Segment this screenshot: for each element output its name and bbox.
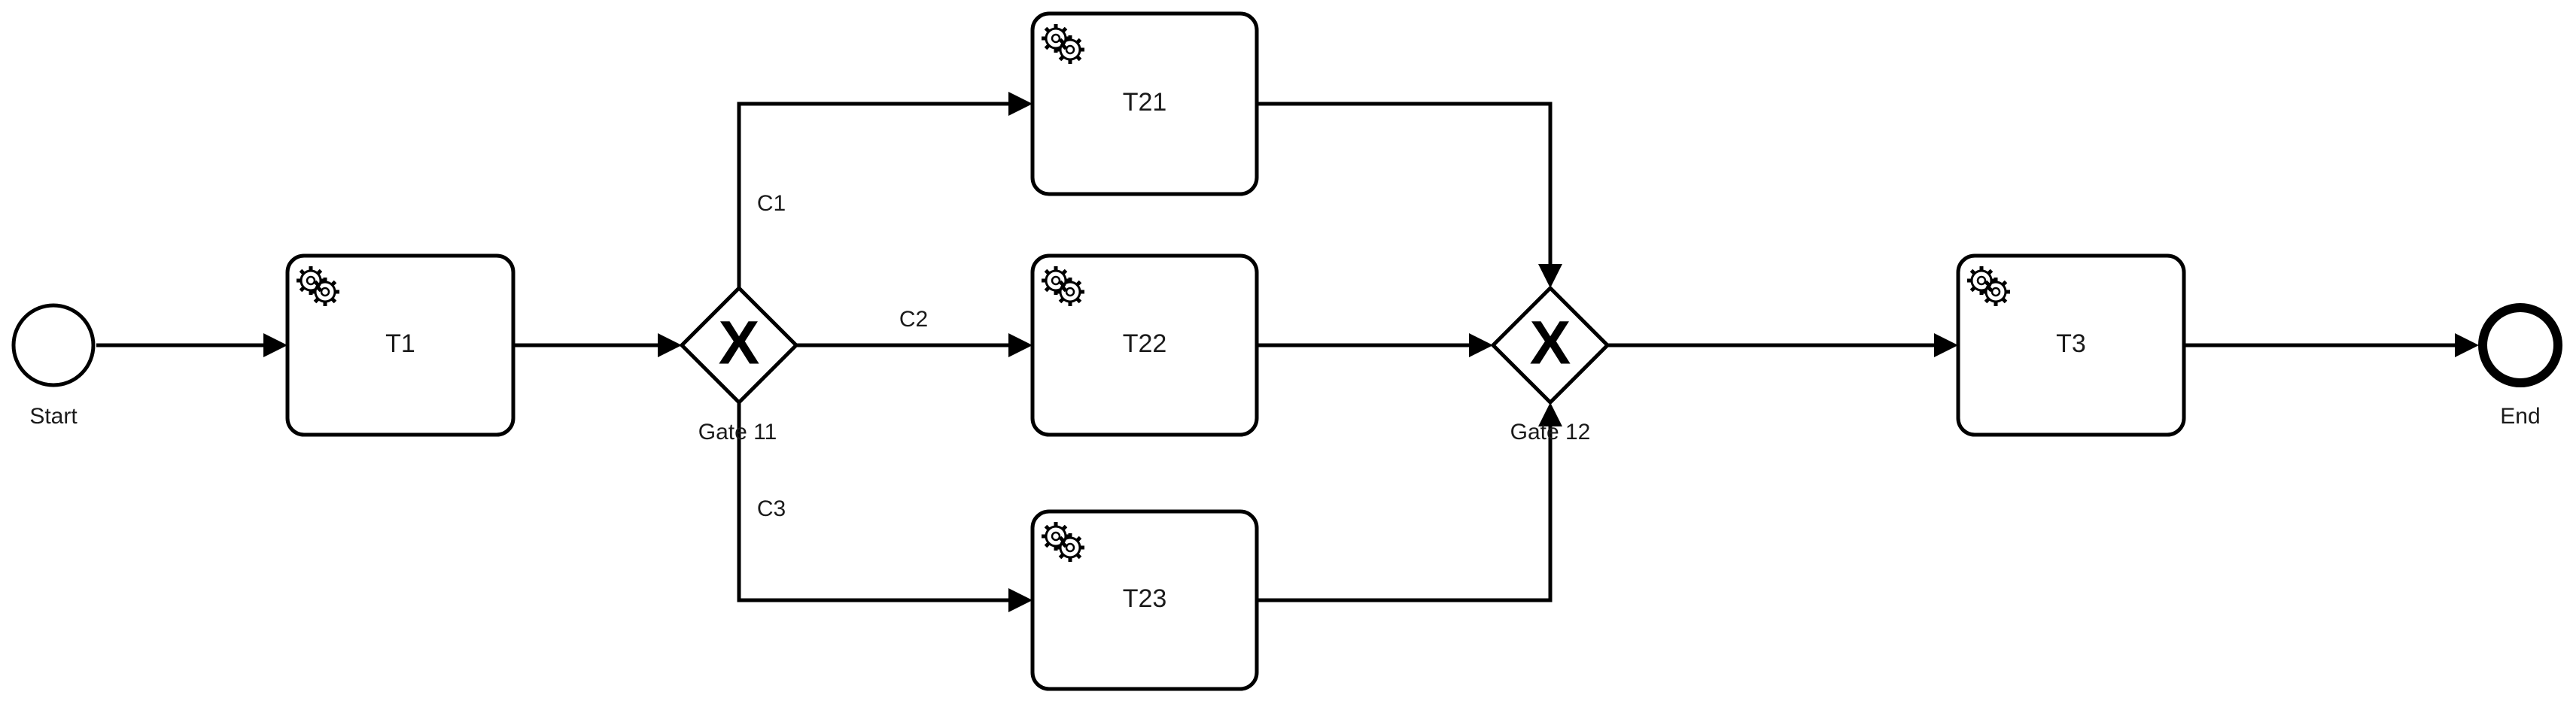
gateway-12-label: Gate 12 [1510, 420, 1591, 445]
flow-gate11-t21[interactable] [737, 92, 1033, 288]
flow-gate11-t22[interactable] [796, 333, 1033, 357]
task-t21[interactable]: T21 [1030, 11, 1259, 196]
condition-label-c3: C3 [757, 496, 786, 521]
task-t22-label: T22 [1123, 329, 1167, 358]
task-t21-label: T21 [1123, 88, 1167, 117]
task-t22[interactable]: T22 [1030, 253, 1259, 437]
flow-t21-gate12[interactable] [1257, 102, 1562, 288]
start-event[interactable] [11, 303, 96, 387]
condition-label-c1: C1 [757, 191, 786, 216]
task-t3[interactable]: T3 [1956, 253, 2186, 437]
flow-t23-gate12[interactable] [1257, 402, 1562, 602]
gateway-11-marker: X [719, 309, 760, 378]
end-event[interactable] [2478, 303, 2562, 387]
gateway-11-label: Gate 11 [698, 420, 777, 445]
gateway-11[interactable]: X [679, 285, 799, 405]
task-t23-label: T23 [1123, 584, 1167, 613]
task-t1-label: T1 [385, 329, 415, 358]
flow-gate12-t3[interactable] [1607, 333, 1958, 357]
flow-start-t1[interactable] [96, 333, 287, 357]
condition-label-c2: C2 [899, 307, 928, 332]
task-t1[interactable]: T1 [285, 253, 516, 437]
flow-gate11-t23[interactable] [737, 402, 1033, 612]
flow-t1-gate11[interactable] [513, 333, 682, 357]
gateway-12-marker: X [1530, 309, 1571, 378]
flow-t3-end[interactable] [2184, 333, 2479, 357]
task-t3-label: T3 [2056, 329, 2086, 358]
flow-t22-gate12[interactable] [1257, 333, 1493, 357]
end-event-label: End [2500, 404, 2540, 429]
start-event-label: Start [29, 404, 78, 429]
task-t23[interactable]: T23 [1030, 509, 1259, 691]
gateway-12[interactable]: X [1490, 285, 1610, 405]
